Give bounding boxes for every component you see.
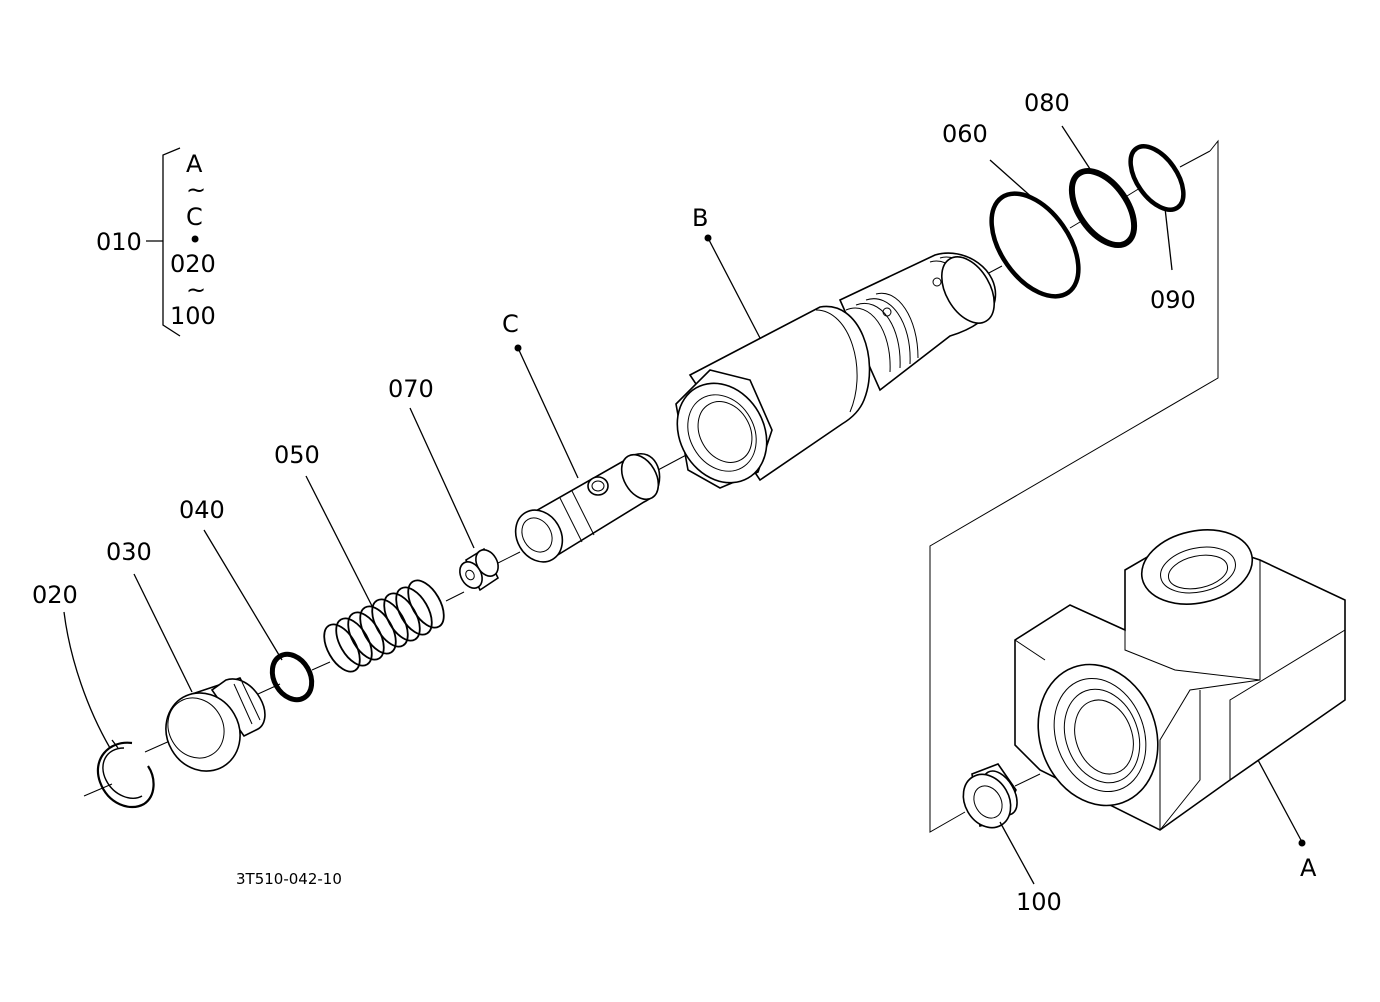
assembly-frame <box>929 139 1219 833</box>
part-100-seat <box>962 763 1018 829</box>
label-080: 080 <box>1024 89 1070 117</box>
label-060: 060 <box>942 120 988 148</box>
leader-020 <box>63 611 111 749</box>
leader-080 <box>1061 125 1093 173</box>
label-A: A <box>1300 854 1317 882</box>
label-B: B <box>692 204 708 232</box>
dot-A <box>1298 839 1306 847</box>
label-070: 070 <box>388 375 434 403</box>
label-030: 030 <box>106 538 152 566</box>
bracket-line-2: ~ <box>186 176 206 204</box>
drawing-number: 3T510-042-10 <box>236 870 342 888</box>
part-050-spring <box>323 579 445 673</box>
part-060-o-ring <box>989 191 1081 299</box>
dot-B <box>704 234 712 242</box>
label-C: C <box>502 310 519 338</box>
leader-040 <box>203 529 283 661</box>
leader-070 <box>409 407 475 549</box>
axis-line-1 <box>83 783 113 797</box>
bracket-callout: 010 <box>96 228 142 256</box>
part-030-plug <box>165 677 266 772</box>
leader-090 <box>1164 207 1173 271</box>
leader-030 <box>133 573 193 693</box>
axis-line-4 <box>311 661 331 671</box>
label-050: 050 <box>274 441 320 469</box>
piston-side-hole <box>587 476 609 496</box>
part-A-housing <box>1014 529 1346 831</box>
bracket-line-5: 020 <box>170 250 216 278</box>
part-020-snap-ring <box>96 739 155 809</box>
bracket-brace <box>162 147 181 337</box>
label-020: 020 <box>32 581 78 609</box>
part-B-valve-body <box>675 252 997 489</box>
bracket-group: 010 A ~ C • 020 ~ 100 <box>96 147 216 337</box>
part-070-poppet <box>459 547 500 592</box>
dot-C <box>514 344 522 352</box>
leader-lines <box>63 125 1306 885</box>
bracket-line-3: C <box>186 203 203 231</box>
leader-060 <box>989 159 1036 201</box>
axis-line-9 <box>1069 221 1081 229</box>
bracket-line-7: 100 <box>170 302 216 330</box>
part-090-o-ring <box>1128 144 1186 212</box>
bracket-line-1: A <box>186 150 203 178</box>
bracket-line-4: • <box>188 226 202 254</box>
part-080-o-ring <box>1068 167 1138 249</box>
axis-line-5 <box>445 591 465 602</box>
part-040-o-ring <box>269 651 315 703</box>
leader-B <box>707 237 761 339</box>
axis-line-12 <box>1014 773 1041 787</box>
bracket-line-6: ~ <box>186 276 206 304</box>
label-100: 100 <box>1016 888 1062 916</box>
leader-A <box>1257 759 1303 843</box>
leader-C <box>517 347 579 479</box>
part-C-piston <box>514 452 661 563</box>
axis-line-11 <box>1179 150 1211 168</box>
leader-100 <box>999 821 1035 885</box>
label-040: 040 <box>179 496 225 524</box>
label-090: 090 <box>1150 286 1196 314</box>
leader-050 <box>305 475 373 607</box>
